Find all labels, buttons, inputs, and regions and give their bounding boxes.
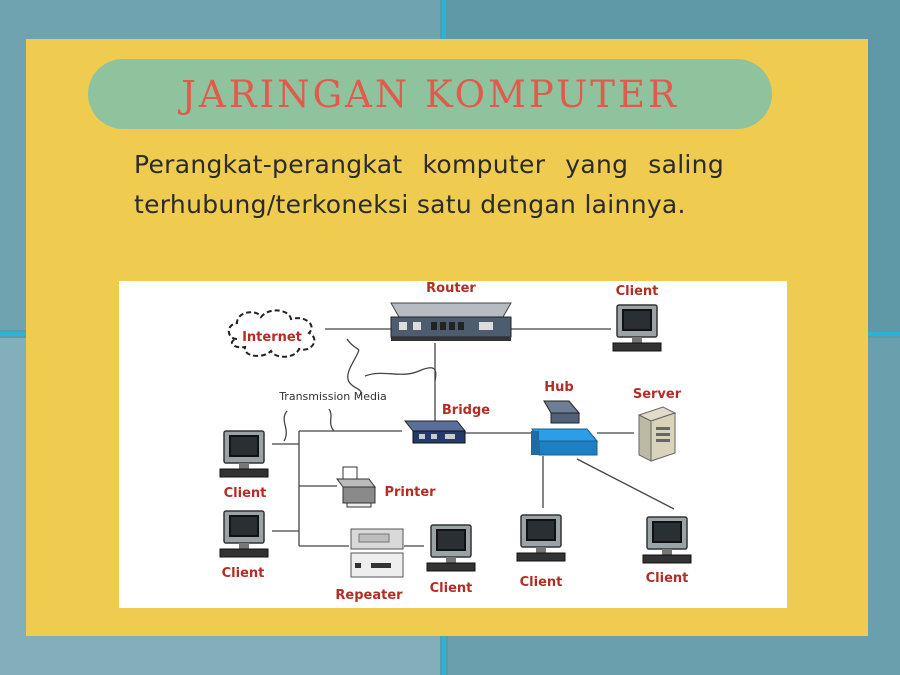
client-bottom-3-icon bbox=[642, 516, 692, 564]
network-diagram: Internet Router Client Transmission Medi bbox=[119, 281, 787, 608]
hub-icon bbox=[531, 400, 599, 456]
server-label: Server bbox=[633, 387, 682, 402]
internet-cloud: Internet bbox=[227, 309, 316, 358]
printer-icon bbox=[336, 466, 376, 508]
client-bottom-3-label: Client bbox=[646, 571, 689, 586]
network-diagram-svg: Internet Router Client Transmission Medi bbox=[219, 281, 692, 603]
content-card: JARINGAN KOMPUTER Perangkat-perangkat ko… bbox=[26, 39, 868, 636]
client-left-1-label: Client bbox=[224, 486, 267, 501]
connection-lines bbox=[272, 328, 675, 547]
router-icon bbox=[390, 302, 512, 341]
printer-label: Printer bbox=[384, 485, 436, 500]
router-label: Router bbox=[426, 281, 476, 296]
hub-label: Hub bbox=[544, 380, 573, 395]
client-bottom-2-label: Client bbox=[520, 575, 563, 590]
repeater-icon bbox=[350, 528, 404, 578]
client-bottom-1-label: Client bbox=[430, 581, 473, 596]
bridge-icon bbox=[403, 420, 467, 444]
slide-title: JARINGAN KOMPUTER bbox=[181, 72, 679, 116]
client-left-1-icon bbox=[219, 430, 269, 478]
client-bottom-2-icon bbox=[516, 514, 566, 562]
server-icon bbox=[637, 406, 677, 462]
client-top-icon bbox=[612, 304, 662, 352]
repeater-label: Repeater bbox=[335, 588, 403, 603]
transmission-media-label: Transmission Media bbox=[278, 390, 387, 403]
client-top-label: Client bbox=[616, 284, 659, 299]
client-left-2-label: Client bbox=[222, 566, 265, 581]
slide-description: Perangkat-perangkat komputer yang saling… bbox=[134, 150, 724, 219]
internet-label: Internet bbox=[242, 330, 302, 345]
client-bottom-1-icon bbox=[426, 524, 476, 572]
bridge-label: Bridge bbox=[442, 403, 490, 418]
title-pill: JARINGAN KOMPUTER bbox=[88, 59, 772, 129]
client-left-2-icon bbox=[219, 510, 269, 558]
